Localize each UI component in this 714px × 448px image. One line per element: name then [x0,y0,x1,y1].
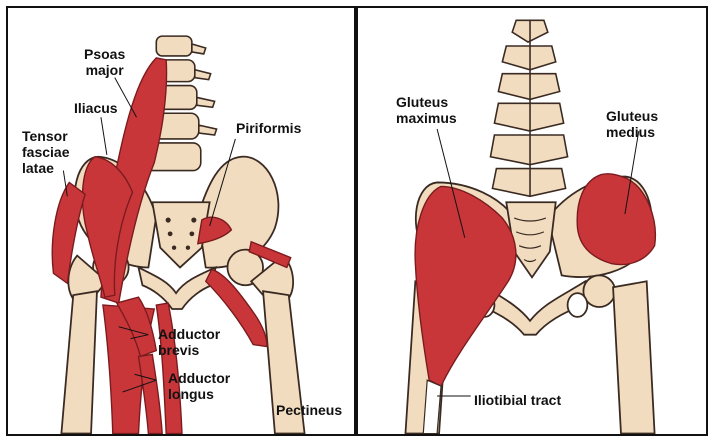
posterior-muscles [414,173,657,388]
sacral-foramina [165,217,197,250]
pectineus-muscle [204,268,268,348]
pectineus-lower-muscle [248,240,292,269]
anterior-hip-illustration [51,35,306,434]
gluteus-maximus-muscle [414,185,517,388]
posterior-lumbar-spine [489,19,569,198]
iliotibial-tract-band [422,379,442,434]
sacral-lines [513,217,547,263]
femurs [60,248,306,434]
leader-lines-left [62,77,236,393]
posterior-hip-panel: Gluteus maximus Gluteus medius Iliotibia… [356,6,708,436]
adductor-magnus-muscle [137,353,163,434]
gracilis-muscle [155,302,183,434]
posterior-hip-illustration [404,19,657,434]
adductor-brevis-muscle [115,296,158,358]
gluteus-medius-muscle [576,173,657,266]
tensor-fasciae-latae-muscle [51,181,86,285]
leader-lines-right [436,128,640,397]
anterior-hip-panel: Psoas major Iliacus Tensor fasciae latae… [6,6,356,436]
muscles [51,57,292,434]
